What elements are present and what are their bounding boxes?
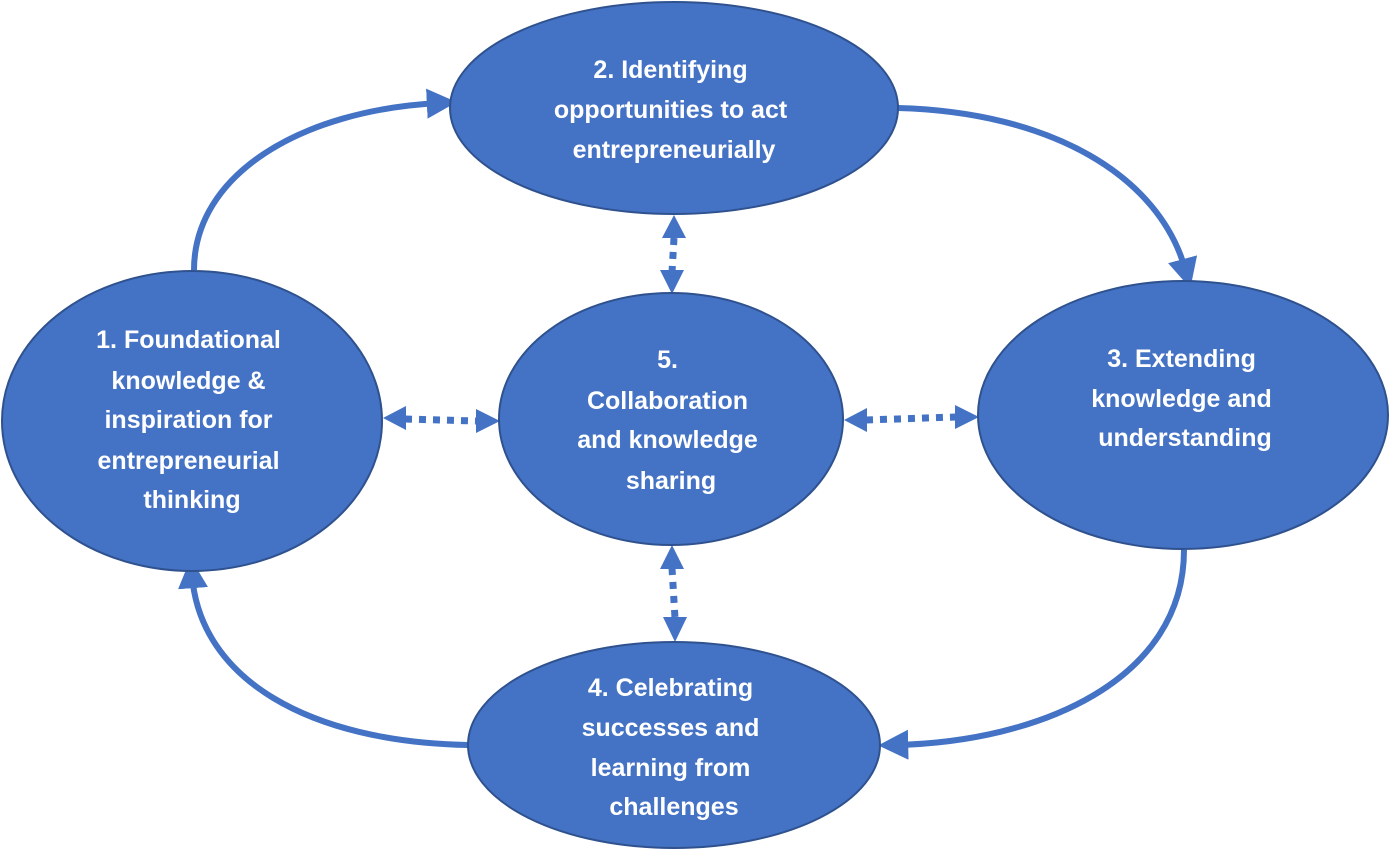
node-1-ellipse (1, 270, 383, 572)
node-1-line-3: inspiration for (104, 406, 272, 434)
node-3-ellipse (977, 280, 1389, 550)
arrowhead-to-node-1 (383, 406, 406, 430)
arrowhead-to-node-5-from-2 (660, 270, 684, 294)
arrowhead-to-node-2 (662, 215, 686, 238)
node-4-celebrating-successes: 4. Celebrating successes and learning fr… (467, 641, 881, 849)
node-4-line-1: 4. Celebrating (588, 674, 753, 702)
node-5-line-4: sharing (626, 467, 716, 495)
arrowhead-to-node-5-from-4 (660, 545, 684, 569)
node-4-label: 4. Celebrating successes and learning fr… (582, 674, 767, 821)
link-5-2 (660, 215, 686, 294)
link-5-3 (844, 405, 979, 432)
link-5-4 (660, 545, 687, 642)
arrowhead-to-node-5-from-3 (844, 408, 867, 432)
node-4-line-4: challenges (609, 793, 738, 821)
cycle-arrow-1-to-2 (191, 88, 457, 271)
node-2-ellipse (449, 1, 899, 215)
node-2-line-3: entrepreneurially (573, 136, 776, 164)
node-5-line-3: and knowledge (577, 426, 758, 454)
cycle-arrow-4-to-1 (178, 558, 469, 748)
arrowhead-to-node-3 (955, 405, 979, 429)
node-1-line-2: knowledge & (111, 367, 265, 395)
dotted-line-5-1 (404, 415, 477, 425)
node-1-line-1: 1. Foundational (96, 326, 281, 354)
cycle-arrow-2-to-3 (897, 105, 1198, 289)
node-4-line-2: successes and (582, 714, 760, 742)
node-2-label: 2. Identifying opportunities to act entr… (554, 56, 794, 164)
node-5-line-2: Collaboration (587, 387, 748, 415)
bidirectional-links (383, 215, 979, 642)
arrowhead-to-node-4 (663, 617, 687, 642)
dotted-line-5-3 (865, 413, 957, 424)
node-2-identifying-opportunities: 2. Identifying opportunities to act entr… (449, 1, 899, 215)
node-5-ellipse (498, 292, 844, 546)
link-5-1 (383, 406, 500, 433)
node-3-extending-knowledge: 3. Extending knowledge and understanding (977, 280, 1389, 550)
node-1-line-4: entrepreneurial (98, 447, 280, 475)
dotted-line-5-4 (668, 567, 679, 619)
node-3-line-3: understanding (1098, 424, 1272, 452)
node-3-line-1: 3. Extending (1107, 345, 1256, 373)
node-5-collaboration: 5. Collaboration and knowledge sharing (498, 292, 844, 546)
node-1-line-5: thinking (143, 486, 240, 514)
node-3-line-2: knowledge and (1091, 385, 1272, 413)
node-1-label: 1. Foundational knowledge & inspiration … (96, 326, 288, 514)
node-5-label: 5. Collaboration and knowledge sharing (577, 346, 765, 495)
node-2-line-2: opportunities to act (554, 96, 788, 124)
node-1-foundational-knowledge: 1. Foundational knowledge & inspiration … (1, 270, 383, 572)
cycle-arrow-3-to-4 (878, 549, 1187, 760)
cycle-arrows (178, 88, 1198, 760)
dotted-line-5-2 (668, 237, 678, 273)
node-5-line-1: 5. (657, 346, 678, 374)
node-4-ellipse (467, 641, 881, 849)
node-2-line-1: 2. Identifying (593, 56, 747, 84)
node-3-label: 3. Extending knowledge and understanding (1091, 345, 1279, 452)
arrowhead-to-node-5 (476, 409, 500, 433)
node-4-line-3: learning from (591, 754, 751, 782)
